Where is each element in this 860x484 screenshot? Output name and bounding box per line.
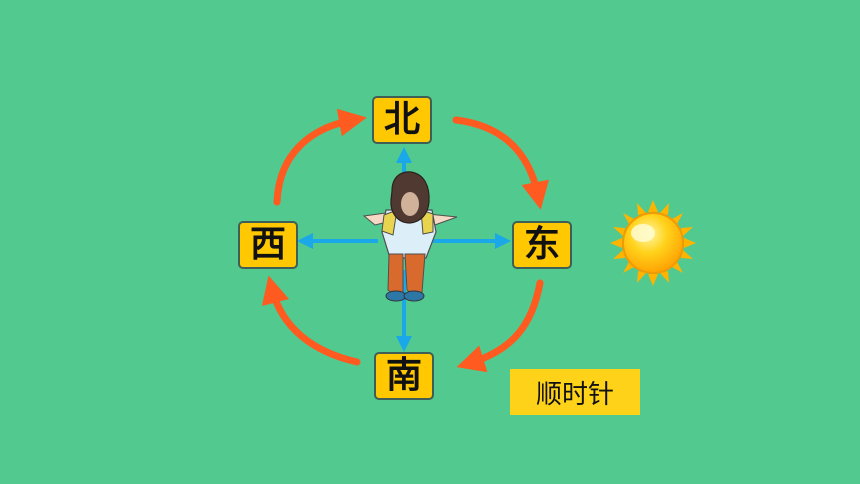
sun-icon <box>610 200 696 286</box>
west-label: 西 <box>238 221 298 269</box>
south-label: 南 <box>374 352 434 400</box>
rotation-label: 顺时针 <box>510 369 640 415</box>
clockwise-arrow-north-east <box>452 116 550 210</box>
clockwise-arrow-east-south <box>456 279 544 373</box>
north-label: 北 <box>372 96 432 144</box>
east-label: 东 <box>512 221 572 269</box>
girl-figure <box>362 171 458 302</box>
clockwise-arrow-west-north <box>273 108 367 206</box>
clockwise-arrow-south-west <box>261 275 361 366</box>
